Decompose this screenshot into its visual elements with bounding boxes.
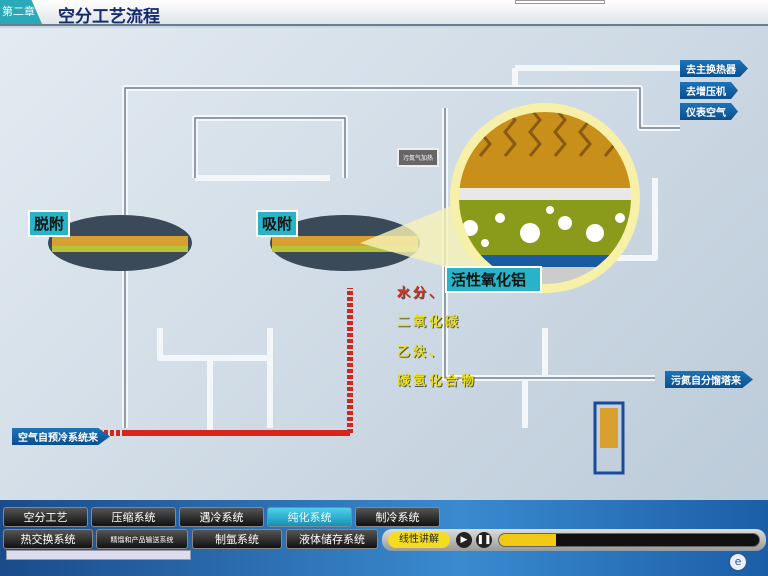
chapter-badge: 第二章 — [0, 0, 42, 24]
outlet-booster: 去增压机 — [680, 82, 738, 99]
tab-liquid-storage[interactable]: 液体储存系统 — [286, 529, 378, 549]
tab-refrigeration[interactable]: 制冷系统 — [355, 507, 440, 527]
progress-fill — [499, 534, 557, 546]
process-diagram: 去主换热器 去增压机 仪表空气 空气自预冷系统来 污氮自分馏塔来 脱附 吸附 活… — [0, 28, 768, 500]
tab-precooling[interactable]: 遇冷系统 — [179, 507, 264, 527]
tab-air-separation[interactable]: 空分工艺 — [3, 507, 88, 527]
progress-bar[interactable] — [498, 533, 760, 547]
header: 第二章 空分工艺流程 — [0, 0, 768, 27]
heater-label: 污氮气加热 — [397, 148, 440, 167]
tab-argon[interactable]: 制氩系统 — [192, 529, 282, 549]
magnifier — [450, 103, 640, 293]
tab-purification[interactable]: 纯化系统 — [267, 507, 352, 527]
pause-icon[interactable]: ❚❚ — [476, 532, 492, 548]
tab-compression[interactable]: 压缩系统 — [91, 507, 176, 527]
vessel-right — [270, 215, 420, 271]
impurity-water: 水分、 — [397, 286, 446, 301]
impurity-hydrocarbons: 碳氢化合物 — [397, 374, 478, 389]
outlet-main-heat-exchanger: 去主换热器 — [680, 60, 748, 77]
outlet-instrument-air: 仪表空气 — [680, 103, 738, 120]
page-title: 空分工艺流程 — [58, 7, 160, 27]
ie-icon[interactable]: e — [728, 552, 748, 572]
play-icon[interactable]: ▶ — [456, 532, 472, 548]
desorption-label: 脱附 — [28, 210, 71, 237]
lecture-button[interactable]: 线性讲解 — [388, 532, 450, 548]
impurity-co2: 二氧化碳 — [397, 315, 462, 330]
tab-distillation[interactable]: 精馏和产品输送系统 — [96, 529, 188, 549]
pipe-network — [20, 65, 680, 475]
horizontal-scrollbar[interactable] — [6, 550, 191, 560]
vessel-left — [48, 215, 192, 271]
inlet-air: 空气自预冷系统来 — [12, 428, 110, 445]
tab-heat-exchange[interactable]: 热交换系统 — [3, 529, 93, 549]
adsorbent-label: 活性氧化铝 — [445, 266, 543, 293]
inlet-waste-nitrogen: 污氮自分馏塔来 — [665, 371, 753, 388]
adsorption-label: 吸附 — [256, 210, 299, 237]
playback-controls: 线性讲解 ▶ ❚❚ — [382, 529, 766, 551]
top-button[interactable] — [515, 0, 605, 4]
impurity-acetylene: 乙炔、 — [397, 345, 446, 360]
